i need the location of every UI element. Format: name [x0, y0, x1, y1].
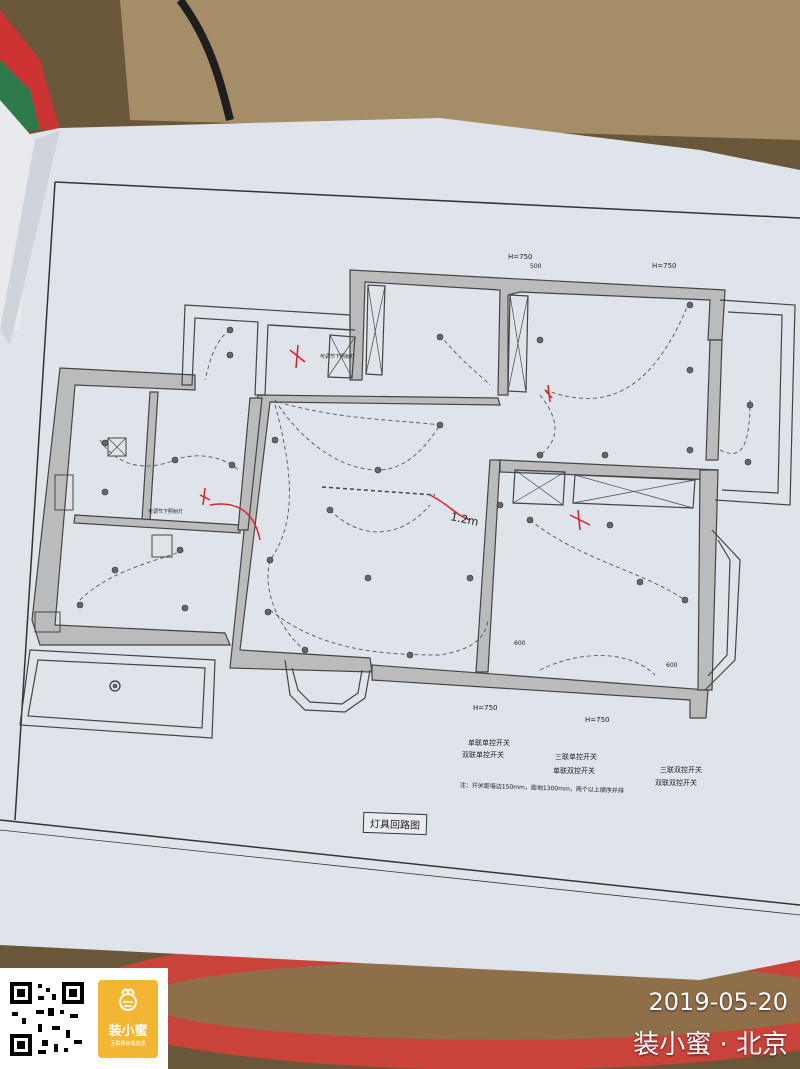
- room-note-1: 可调节下照射灯: [320, 354, 356, 360]
- brand-name: 装小蜜: [108, 1024, 148, 1039]
- qr-code-icon: [8, 980, 86, 1058]
- height-label-bottom-right: H=750: [585, 716, 610, 724]
- legend-item-6: 双联双控开关: [655, 779, 697, 787]
- drawing-title: 灯具回路图: [362, 811, 428, 836]
- handwritten-height-label: 1.2m: [449, 510, 479, 529]
- height-label-top-left: H=750: [508, 253, 533, 261]
- paper-sheet: [0, 118, 800, 980]
- legend-item-1: 单联单控开关: [468, 739, 510, 747]
- brand-subtitle: 互联网家装监理: [110, 1041, 146, 1047]
- height-label-bottom-left: H=750: [473, 704, 498, 712]
- dim-label-500: 500: [530, 263, 542, 270]
- brand-badge: 装小蜜 互联网家装监理: [98, 980, 158, 1058]
- room-note-2: 可调节下照射灯: [148, 509, 184, 515]
- photo-location-stamp: 装小蜜 · 北京: [633, 1030, 788, 1060]
- legend-item-3: 三联单控开关: [555, 753, 597, 761]
- legend-note: 注：开关距墙边150mm，距地1300mm，两个以上顺序并排: [459, 781, 624, 795]
- height-label-top-right: H=750: [652, 262, 677, 270]
- legend-item-4: 单联双控开关: [553, 767, 595, 775]
- dim-label-600b: 600: [514, 640, 526, 647]
- dim-label-600: 600: [666, 662, 678, 669]
- floor-plan: [19, 269, 796, 739]
- photo-date-stamp: 2019-05-20: [648, 988, 788, 1016]
- watermark-logo: 装小蜜 互联网家装监理: [0, 968, 168, 1069]
- legend-item-5: 三联双控开关: [660, 766, 702, 774]
- lamp-points: [76, 301, 754, 692]
- bee-icon: [119, 988, 137, 1011]
- red-annotations: [199, 344, 591, 541]
- legend-item-2: 双联单控开关: [462, 751, 504, 759]
